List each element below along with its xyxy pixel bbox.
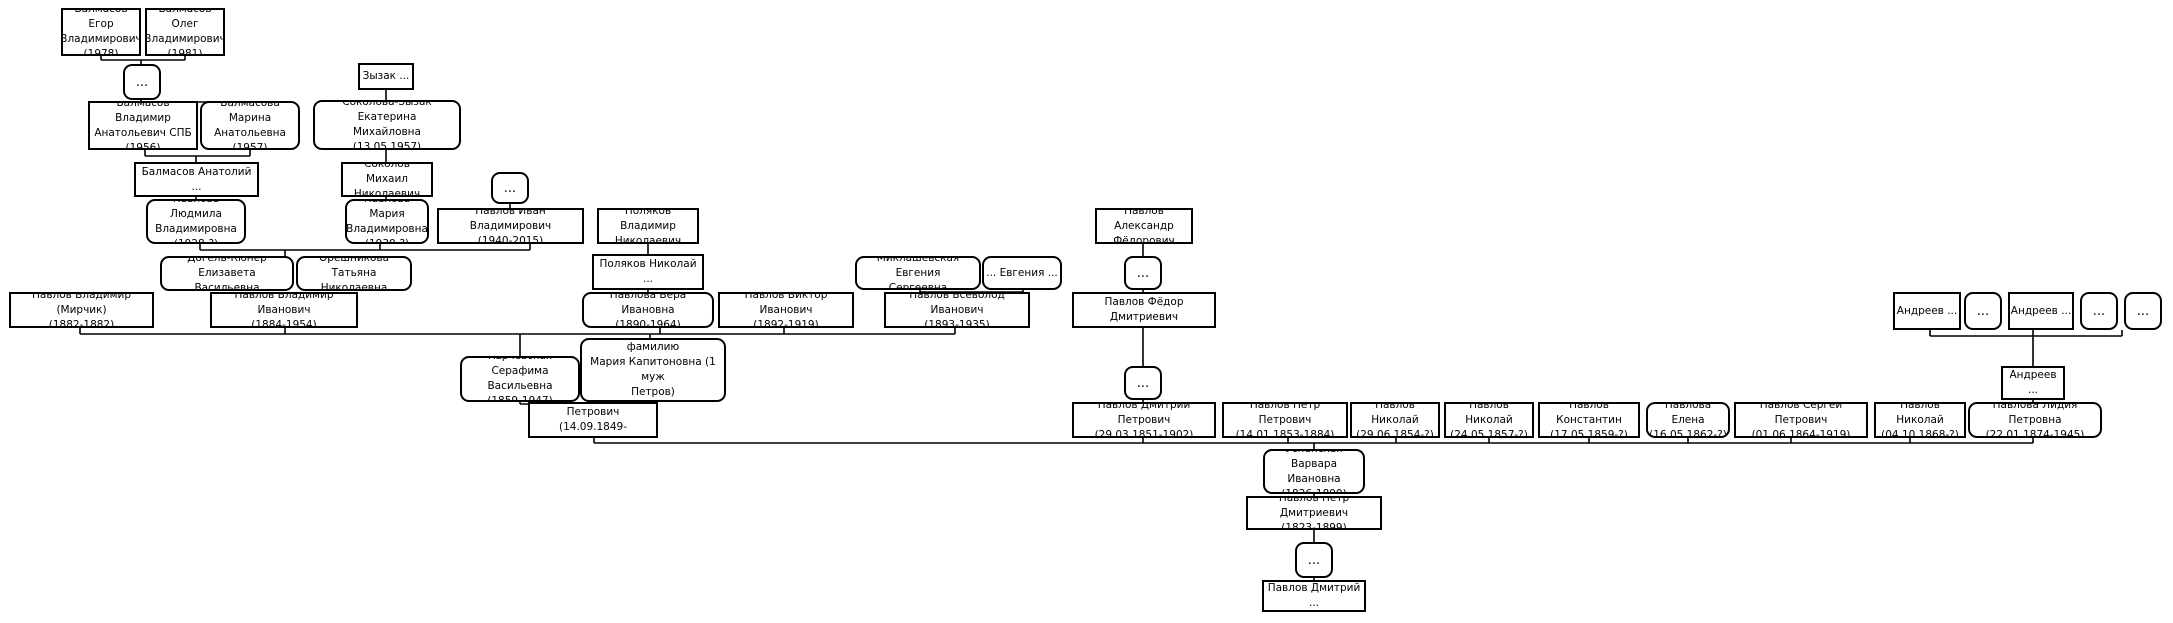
person-petr-dmitrievich-pavlov[interactable]: Павлов Пётр Дмитриевич (1823-1899)	[1246, 496, 1382, 530]
person-evgenia-miklashevskaya[interactable]: Миклашевская Евгения Сергеевна	[855, 256, 981, 290]
person-egor-balmasov[interactable]: Балмасов Егор Владимирович (1978)	[61, 8, 141, 56]
person-ivan-vladimirovich-pavlov[interactable]: Павлов Иван Владимирович (1940-2015)	[437, 208, 584, 244]
person-vladimir-mirchik-pavlov[interactable]: Павлов Владимир (Мирчик) (1882-1882)	[9, 292, 154, 328]
unknown-person-placeholder[interactable]: ...	[1124, 256, 1162, 290]
unknown-person-placeholder[interactable]: ...	[2124, 292, 2162, 330]
person-andreev[interactable]: Андреев ...	[2001, 366, 2065, 400]
person-tatyana-oreshnikova[interactable]: Орешникова Татьяна Николаевна	[296, 256, 412, 291]
person-oleg-balmasov[interactable]: Балмасов Олег Владимирович (1981)	[145, 8, 225, 56]
person-maria-pavlova[interactable]: Павлова Мария Владимировна (1930-?)	[345, 199, 429, 244]
person-elizaveta-dogel-kyuner[interactable]: Догель-Кюнер Елизавета Васильевна	[160, 256, 294, 291]
person-fedor-pavlov[interactable]: Павлов Фёдор Дмитриевич	[1072, 292, 1216, 328]
person-elena-pavlova[interactable]: Павлова Елена (16.05.1862-?)	[1646, 402, 1730, 438]
unknown-person-placeholder[interactable]: ...	[1295, 542, 1333, 578]
person-viktor-pavlov[interactable]: Павлов Виктор Иванович (1892-1919)	[718, 292, 854, 328]
unknown-person-placeholder[interactable]: ...	[1964, 292, 2002, 330]
person-vladimir-ivanovich-pavlov[interactable]: Павлов Владимир Иванович (1884-1954)	[210, 292, 358, 328]
person-aleksandr-pavlov[interactable]: Павлов Александр Фёдорович	[1095, 208, 1193, 244]
person-dmitry-pavlov[interactable]: Павлов Дмитрий ...	[1262, 580, 1366, 612]
person-andreev[interactable]: Андреев ...	[2008, 292, 2074, 330]
person-nikolay-pavlov[interactable]: Павлов Николай (29.06.1854-?)	[1350, 402, 1440, 438]
person-mikhail-sokolov[interactable]: Соколов Михаил Николаевич	[341, 162, 433, 197]
person-konstantin-pavlov[interactable]: Павлов Константин (17.05.1859-?)	[1538, 402, 1640, 438]
person-andreev[interactable]: Андреев ...	[1893, 292, 1961, 330]
person-ivan-petrovich-pavlov[interactable]: Павлов Иван Петрович (14.09.1849-27.02.1…	[528, 402, 658, 438]
person-vera-pavlova[interactable]: Павлова Вера Ивановна (1890-1964)	[582, 292, 714, 328]
person-vladimir-balmasov[interactable]: Балмасов Владимир Анатольевич СПБ (1956)	[88, 101, 198, 150]
unknown-person-placeholder[interactable]: ...	[491, 172, 529, 204]
person-vladimir-polyakov[interactable]: Поляков Владимир Николаевич	[597, 208, 699, 244]
person-varvara-uspenskaya[interactable]: Успенская Варвара Ивановна (1826-1890)	[1263, 449, 1365, 494]
person-nikolay-pavlov[interactable]: Павлов Николай (24.05.1857-?)	[1444, 402, 1534, 438]
unknown-person-placeholder[interactable]: ...	[1124, 366, 1162, 400]
person-anatoly-balmasov[interactable]: Балмасов Анатолий ...	[134, 162, 259, 197]
person-vsevolod-pavlov[interactable]: Павлов Всеволод Иванович (1893-1935)	[884, 292, 1030, 328]
unknown-person-placeholder[interactable]: ...	[123, 64, 161, 100]
unknown-person-placeholder[interactable]: ...	[2080, 292, 2118, 330]
person-lidia-pavlova[interactable]: Павлова Лидия Петровна (22.01.1874-1945)	[1968, 402, 2102, 438]
person-ekaterina-sokolova-zyzak[interactable]: Соколова-Зызак Екатерина Михайловна (13.…	[313, 100, 461, 150]
person-lyudmila-pavlova[interactable]: Павлова Людмила Владимировна (1928-?)	[146, 199, 246, 244]
person-dmitry-petrovich-pavlov[interactable]: Павлов Дмитрий Петрович (29.03.1851-1902…	[1072, 402, 1216, 438]
person-sergey-pavlov[interactable]: Павлов Сергей Петрович (01.06.1864-1919)	[1734, 402, 1868, 438]
person-nikolay-pavlov[interactable]: Павлов Николай (04.10.1868-?)	[1874, 402, 1966, 438]
person-nikolay-polyakov[interactable]: Поляков Николай ...	[592, 254, 704, 290]
person-maria-kapitonovna[interactable]: не знаем девичью фамилию Мария Капитонов…	[580, 338, 726, 402]
person-petr-petrovich-pavlov[interactable]: Павлов Пётр Петрович (14.01.1853-1884)	[1222, 402, 1348, 438]
person-zyzak[interactable]: Зызак ...	[358, 63, 414, 90]
person-serafima-karchevskaya[interactable]: Карчевская Серафима Васильевна (1859-194…	[460, 356, 580, 402]
person-evgenia[interactable]: ... Евгения ...	[982, 256, 1062, 290]
person-marina-balmasova[interactable]: Балмасова Марина Анатольевна (1957)	[200, 101, 300, 150]
